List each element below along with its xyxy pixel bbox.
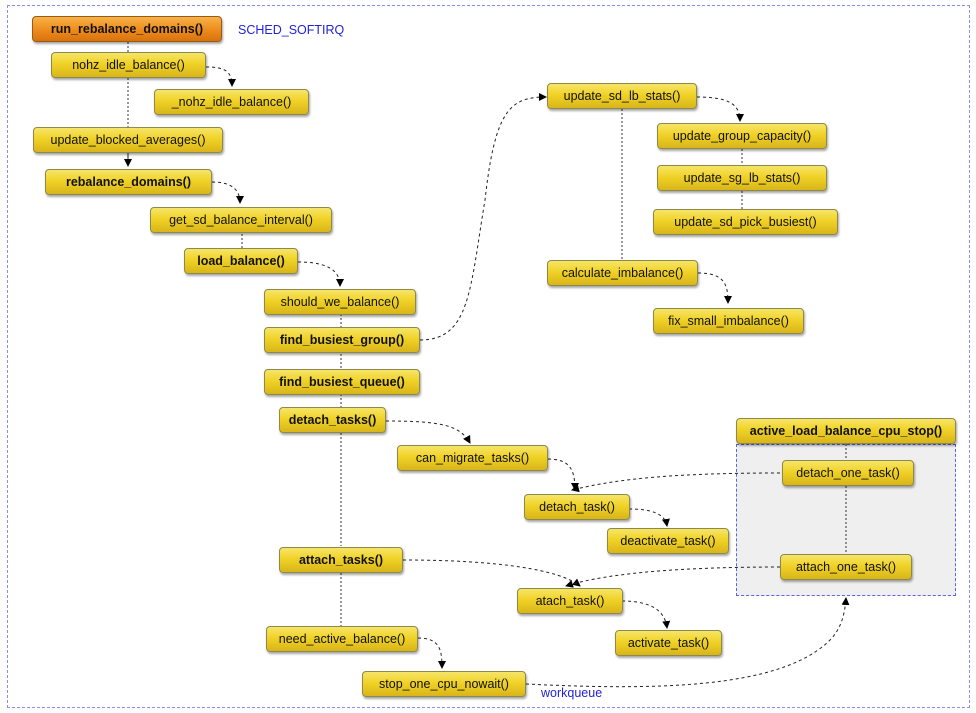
node-nohz-idle-balance[interactable]: nohz_idle_balance() xyxy=(51,52,206,78)
node-detach-tasks[interactable]: detach_tasks() xyxy=(279,407,386,433)
arrow-update-sd-lb xyxy=(419,93,547,341)
node-_nohz-idle-balance[interactable]: _nohz_idle_balance() xyxy=(154,89,309,115)
node-update-sg-lb-stats[interactable]: update_sg_lb_stats() xyxy=(657,165,827,191)
arrow-get-sd xyxy=(211,181,244,204)
node-update-group-capacity[interactable]: update_group_capacity() xyxy=(657,123,827,149)
node-load-balance[interactable]: load_balance() xyxy=(184,248,298,274)
node-can-migrate-tasks[interactable]: can_migrate_tasks() xyxy=(397,445,548,471)
node-fix-small-imbalance[interactable]: fix_small_imbalance() xyxy=(653,308,804,334)
node-need-active-balance[interactable]: need_active_balance() xyxy=(266,626,418,652)
arrow-deactivate xyxy=(628,508,670,527)
node-detach-one-task[interactable]: detach_one_task() xyxy=(782,460,914,486)
node-atach-task[interactable]: atach_task() xyxy=(517,588,623,614)
node-activate-task[interactable]: activate_task() xyxy=(615,630,722,656)
node-attach-tasks[interactable]: attach_tasks() xyxy=(279,547,403,573)
arrow-group-capacity xyxy=(696,96,744,122)
arrow-can-migrate xyxy=(385,420,471,444)
node-update-sd-pick-busiest[interactable]: update_sd_pick_busiest() xyxy=(653,209,838,235)
node-rebalance-domains[interactable]: rebalance_domains() xyxy=(45,169,212,195)
arrow-detach-one xyxy=(571,472,781,493)
node-active-load-balance-cpu-stop[interactable]: active_load_balance_cpu_stop() xyxy=(736,418,956,444)
diagram-frame xyxy=(7,5,970,708)
arrow-fix-small xyxy=(697,272,732,304)
node-deactivate-task[interactable]: deactivate_task() xyxy=(607,528,729,554)
arrow-attach-one xyxy=(565,566,781,588)
node-find-busiest-queue[interactable]: find_busiest_queue() xyxy=(264,369,420,395)
node-attach-one-task[interactable]: attach_one_task() xyxy=(780,554,912,580)
node-update-sd-lb-stats[interactable]: update_sd_lb_stats() xyxy=(547,83,697,109)
node-update-blocked-averages[interactable]: update_blocked_averages() xyxy=(33,127,223,153)
label-workqueue: workqueue xyxy=(541,686,603,700)
arrow-nohz xyxy=(205,66,236,87)
label-sched-softirq: SCHED_SOFTIRQ xyxy=(238,23,345,37)
node-get-sd-balance-interval[interactable]: get_sd_balance_interval() xyxy=(150,207,332,233)
node-calculate-imbalance[interactable]: calculate_imbalance() xyxy=(547,260,698,286)
arrow-cpu-stop xyxy=(525,597,850,688)
node-run-rebalance-domains[interactable]: run_rebalance_domains() xyxy=(32,16,222,42)
node-find-busiest-group[interactable]: find_busiest_group() xyxy=(264,327,420,353)
node-stop-one-cpu-nowait[interactable]: stop_one_cpu_nowait() xyxy=(362,671,526,697)
arrow-should-we xyxy=(297,261,344,287)
arrow-atach-task xyxy=(402,559,581,587)
node-should-we-balance[interactable]: should_we_balance() xyxy=(264,289,416,315)
node-detach-task[interactable]: detach_task() xyxy=(524,494,630,520)
arrow-detach-task xyxy=(547,458,579,491)
arrow-stop-one xyxy=(417,637,446,669)
arrow-activate xyxy=(621,600,671,629)
